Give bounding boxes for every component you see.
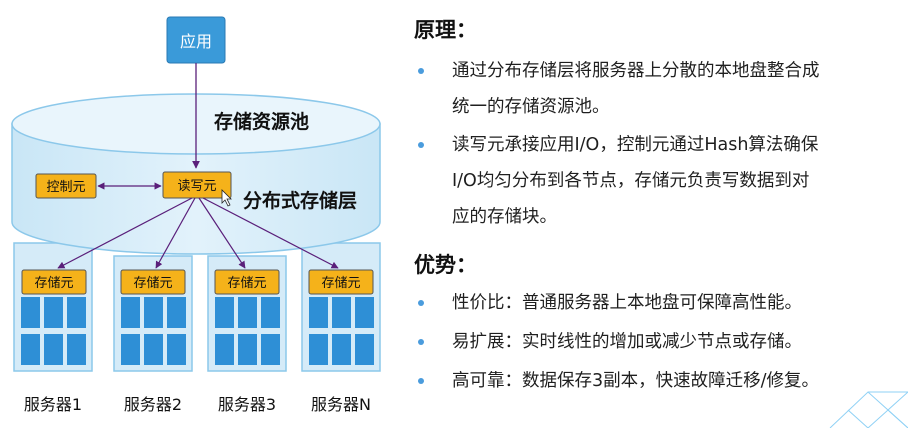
bullet-icon: [418, 300, 424, 306]
bullet-icon: [418, 142, 424, 148]
storage-element-label: 存储元: [34, 276, 73, 291]
storage-element-label: 存储元: [133, 276, 172, 291]
storage-blocks: [121, 297, 186, 365]
server-label-3: 服务器3: [218, 395, 276, 414]
layer-label: 分布式存储层: [243, 189, 357, 212]
principle-heading: 原理：: [414, 18, 477, 42]
advantages-heading: 优势：: [414, 253, 477, 277]
server-label-2: 服务器2: [124, 395, 182, 414]
advantage-item-1: 性价比：普通服务器上本地盘可保障高性能。: [452, 293, 802, 313]
principle-item-2-line-2: I/O均匀分布到各节点，存储元负责写数据到对: [452, 171, 810, 191]
storage-element-3: 存储元: [214, 269, 280, 295]
server-n: [301, 242, 381, 372]
control-element: 控制元: [35, 173, 97, 199]
pool-label: 存储资源池: [214, 110, 309, 133]
readwrite-element: 读写元: [162, 171, 232, 199]
storage-element-label: 存储元: [227, 276, 266, 291]
app-box: 应用: [166, 16, 226, 64]
bullet-icon: [418, 68, 424, 74]
text-panel: 原理： 通过分布存储层将服务器上分散的本地盘整合成 统一的存储资源池。 读写元承…: [410, 0, 908, 428]
principle-item-1: 通过分布存储层将服务器上分散的本地盘整合成 统一的存储资源池。: [452, 53, 890, 125]
advantage-item-2: 易扩展：实时线性的增加或减少节点或存储。: [452, 332, 802, 352]
storage-blocks: [21, 297, 86, 365]
principle-item-2-line-3: 应的存储块。: [452, 207, 557, 227]
server-1: [13, 242, 93, 372]
fanout-arrows: [57, 197, 339, 269]
bullet-icon: [418, 339, 424, 345]
bullet-icon: [418, 378, 424, 384]
mouse-cursor-icon: [221, 189, 232, 207]
server-label-n: 服务器N: [311, 395, 371, 414]
server-label-1: 服务器1: [24, 395, 82, 414]
storage-blocks: [309, 297, 374, 365]
storage-element-n: 存储元: [308, 269, 374, 295]
control-label: 控制元: [46, 180, 85, 195]
principle-item-2: 读写元承接应用I/O，控制元通过Hash算法确保 I/O均匀分布到各节点，存储元…: [452, 127, 890, 235]
app-label: 应用: [180, 32, 212, 51]
corner-decoration: [829, 391, 908, 428]
advantage-item-3: 高可靠：数据保存3副本，快速故障迁移/修复。: [452, 371, 820, 391]
storage-element-1: 存储元: [21, 269, 87, 295]
storage-element-label: 存储元: [321, 276, 360, 291]
principle-item-1-line-1: 通过分布存储层将服务器上分散的本地盘整合成: [452, 61, 820, 81]
principle-item-1-line-2: 统一的存储资源池。: [452, 97, 610, 117]
storage-element-2: 存储元: [120, 269, 186, 295]
readwrite-label: 读写元: [177, 179, 216, 194]
principle-item-2-line-1: 读写元承接应用I/O，控制元通过Hash算法确保: [452, 135, 819, 155]
storage-blocks: [215, 297, 280, 365]
